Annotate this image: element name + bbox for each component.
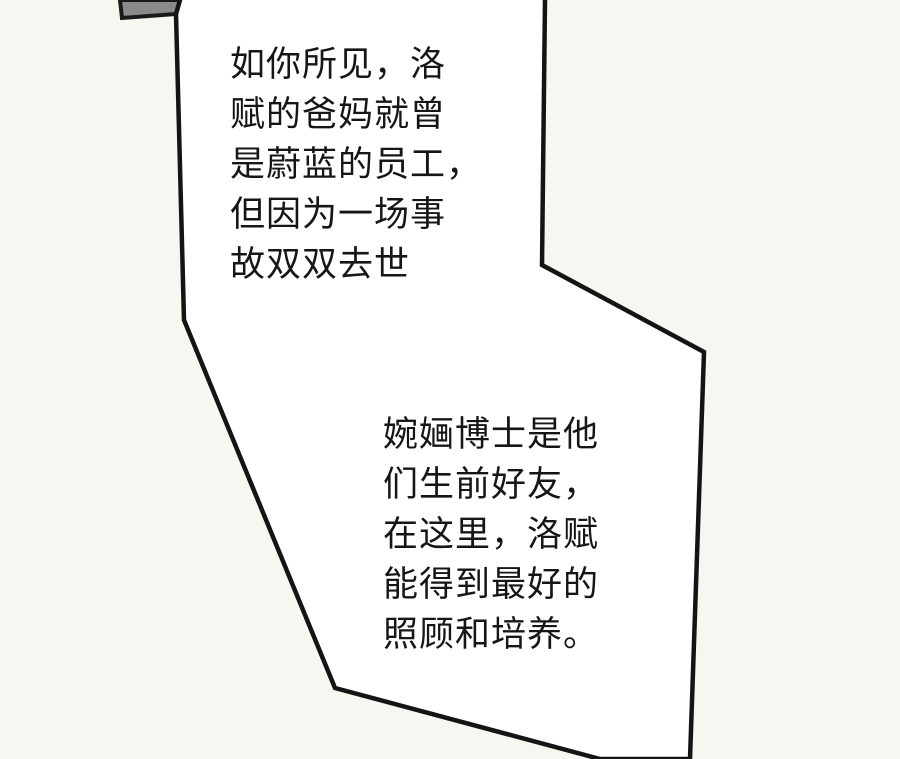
screentone-corner bbox=[117, 0, 183, 21]
narration-line: 照顾和培养。 bbox=[383, 615, 600, 655]
narration-line: 是蔚蓝的员工， bbox=[230, 145, 483, 185]
narration-line: 在这里，洛赋 bbox=[383, 515, 600, 555]
narration-line: 们生前好友， bbox=[383, 465, 600, 505]
narration-line: 能得到最好的 bbox=[383, 565, 600, 605]
narration-line: 故双双去世 bbox=[230, 245, 411, 285]
narration-line: 但因为一场事 bbox=[230, 195, 447, 235]
speech-balloon-outline bbox=[173, 0, 707, 759]
narration-line: 赋的爸妈就曾 bbox=[230, 95, 447, 135]
narration-text-bottom: 婉婳博士是他 们生前好友， 在这里，洛赋 能得到最好的 照顾和培养。 bbox=[383, 410, 599, 660]
narration-line: 如你所见，洛 bbox=[230, 45, 447, 85]
narration-text-top: 如你所见，洛 赋的爸妈就曾 是蔚蓝的员工， 但因为一场事 故双双去世 bbox=[230, 40, 482, 290]
narration-line: 婉婳博士是他 bbox=[383, 415, 600, 455]
